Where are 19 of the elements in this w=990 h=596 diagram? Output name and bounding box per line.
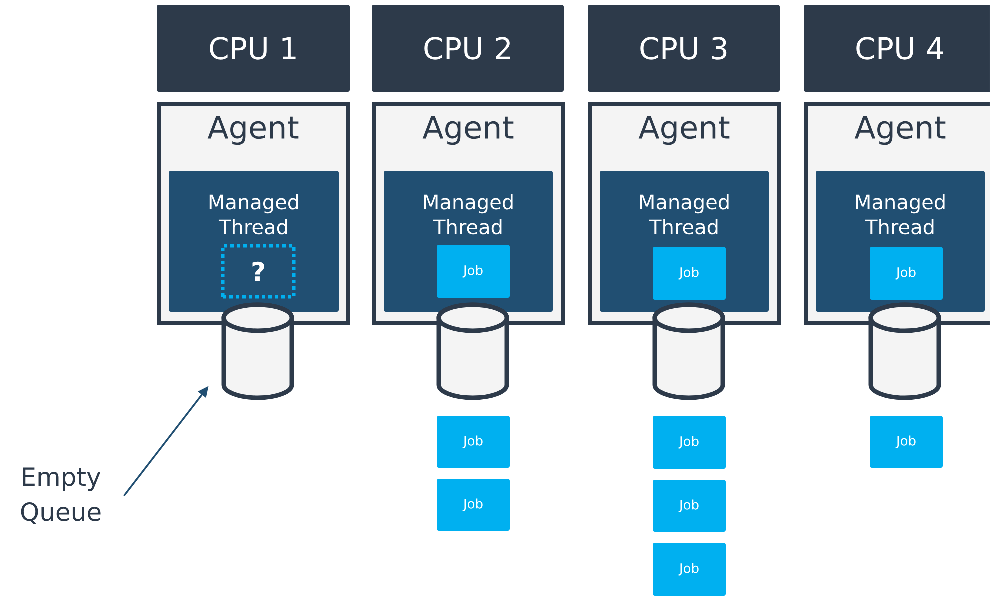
job-box: Job bbox=[653, 543, 726, 596]
job-box: Job bbox=[870, 247, 943, 300]
queue-cylinder bbox=[652, 302, 726, 400]
cpu-box: CPU 2 bbox=[372, 5, 564, 92]
job-box: Job bbox=[437, 479, 510, 531]
job-box: Job bbox=[437, 416, 510, 468]
job-box: Job bbox=[653, 247, 726, 300]
queue-cylinder bbox=[222, 302, 294, 400]
job-box: Job bbox=[870, 416, 943, 468]
cpu-box: CPU 3 bbox=[588, 5, 780, 92]
job-box: Job bbox=[437, 245, 510, 298]
job-box: Job bbox=[653, 480, 726, 532]
job-box: Job bbox=[653, 416, 726, 469]
queue-cylinder bbox=[436, 302, 510, 400]
cpu-box: CPU 1 bbox=[157, 5, 350, 92]
note-text: Empty Queue bbox=[21, 468, 101, 524]
question-box: ? bbox=[221, 244, 296, 299]
queue-cylinder bbox=[868, 302, 942, 400]
cpu-box: CPU 4 bbox=[804, 5, 990, 92]
